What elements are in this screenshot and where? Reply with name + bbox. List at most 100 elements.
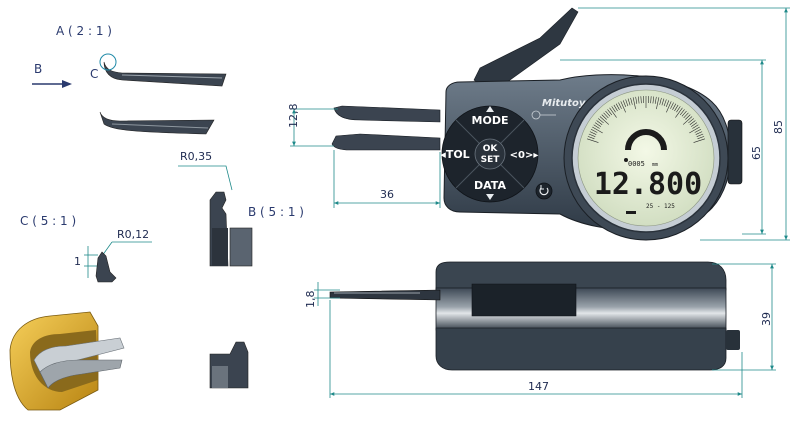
dial-tick	[688, 118, 694, 124]
r012-label: R0,12	[117, 228, 149, 241]
dial-tick	[605, 110, 611, 117]
dial-tick	[674, 104, 679, 112]
small-reading: 0005	[628, 160, 645, 168]
power-icon	[539, 187, 549, 196]
dial-tick	[663, 99, 667, 107]
dial-tick	[690, 122, 698, 127]
length-dim	[329, 300, 743, 398]
dial-tick	[689, 126, 700, 134]
dial-tick	[632, 97, 636, 110]
arrow-b-label: B	[34, 62, 42, 76]
jaw-gap-label: 12,8	[287, 104, 300, 129]
detail-c-marker-circle	[99, 53, 117, 71]
main-reading: 12.800	[594, 167, 702, 202]
gauge-upper-lever	[473, 7, 579, 91]
battery-icon	[626, 211, 636, 214]
dial-tick	[613, 104, 618, 112]
jaw-gap-dim	[290, 108, 338, 147]
zero-button[interactable]: <0>▸	[510, 150, 539, 161]
tol-button[interactable]: ◂TOL	[440, 148, 469, 161]
dial-tick	[693, 138, 706, 143]
dial-tick	[611, 106, 616, 113]
detail-a-upper-jaw	[103, 61, 227, 87]
mode-button[interactable]: MODE	[472, 106, 509, 127]
dial-tick	[587, 136, 595, 140]
c-height-dim	[84, 246, 98, 278]
power-button[interactable]	[535, 182, 553, 200]
dial-tick	[601, 114, 607, 120]
side-jaw-label: 1,8	[304, 291, 317, 309]
dial-tick	[682, 116, 693, 125]
total-height-dim	[578, 7, 790, 241]
dial-tick	[681, 110, 687, 117]
gauge-lower-jaw	[331, 133, 441, 151]
dial-tick	[670, 102, 674, 109]
dial-tick	[666, 101, 672, 113]
gauge-side-view	[329, 261, 740, 371]
dial-tick	[659, 97, 662, 105]
r035-label: R0,35	[180, 150, 212, 163]
dial-tick	[683, 112, 689, 119]
detail-c-label: C ( 5 : 1 )	[20, 214, 76, 228]
thickness-label: 39	[760, 312, 773, 326]
marker-c-label: C	[90, 67, 98, 81]
dial-tick	[679, 109, 685, 116]
jaw-reach-label: 36	[380, 188, 394, 201]
dial-tick	[654, 96, 657, 104]
dial-tick	[696, 133, 704, 137]
dial-tick	[694, 129, 702, 133]
dial-tick	[590, 129, 598, 133]
dial-tick	[685, 114, 691, 120]
dial-tick	[692, 124, 699, 129]
data-button-label: DATA	[474, 179, 506, 192]
dial-tick	[650, 96, 652, 104]
dial-tick	[676, 106, 681, 113]
dial-tick	[596, 120, 603, 125]
small-unit: mm	[652, 162, 658, 168]
ok-set-button[interactable]: OK SET	[474, 138, 506, 170]
dial-scale-ticks	[586, 96, 706, 143]
r035-leader	[178, 165, 233, 191]
dial-tick	[625, 99, 629, 107]
dial-tick	[640, 96, 642, 104]
length-label: 147	[528, 380, 549, 393]
dial-tick	[618, 102, 622, 109]
dial-tick	[620, 101, 626, 113]
ok-label: OK	[483, 144, 499, 154]
side-jaw-dim	[314, 282, 340, 306]
dial-tick	[627, 98, 631, 106]
tolerance-arc-icon	[625, 129, 667, 151]
dial-tick	[603, 112, 609, 119]
dial-tick	[689, 120, 696, 125]
dial-tick	[598, 118, 604, 124]
detail-b-jaw-profile	[209, 191, 253, 267]
data-button[interactable]: DATA	[474, 179, 506, 200]
jaw-reach-dim	[333, 150, 441, 208]
dial-tick	[615, 103, 620, 110]
dial-tick	[586, 138, 599, 143]
dial-tick	[622, 100, 627, 107]
detail-b-label: B ( 5 : 1 )	[248, 205, 304, 219]
dial-tick	[637, 96, 640, 104]
mode-button-label: MODE	[472, 114, 509, 127]
dial-tick	[589, 131, 597, 135]
dial-tick	[697, 136, 705, 140]
total-height-label: 85	[772, 120, 785, 134]
dial-tick	[652, 96, 655, 104]
detail-b-lower-profile	[209, 341, 249, 389]
dial-tick	[607, 109, 613, 116]
dial-tick	[656, 97, 660, 110]
dial-tick	[675, 107, 683, 118]
dial-tick	[672, 103, 677, 110]
set-label: SET	[481, 155, 501, 165]
detail-a-lower-jaw	[99, 111, 215, 135]
bore-section-illustration	[9, 311, 125, 411]
c-height-label: 1	[74, 255, 81, 268]
dial-tick	[661, 98, 665, 106]
detail-c-tip-profile	[95, 251, 117, 283]
brand-label: Mitutoyo	[542, 98, 592, 109]
body-height-dim	[560, 59, 766, 235]
dial-tick	[593, 124, 600, 129]
up-arrow-icon	[486, 106, 494, 112]
